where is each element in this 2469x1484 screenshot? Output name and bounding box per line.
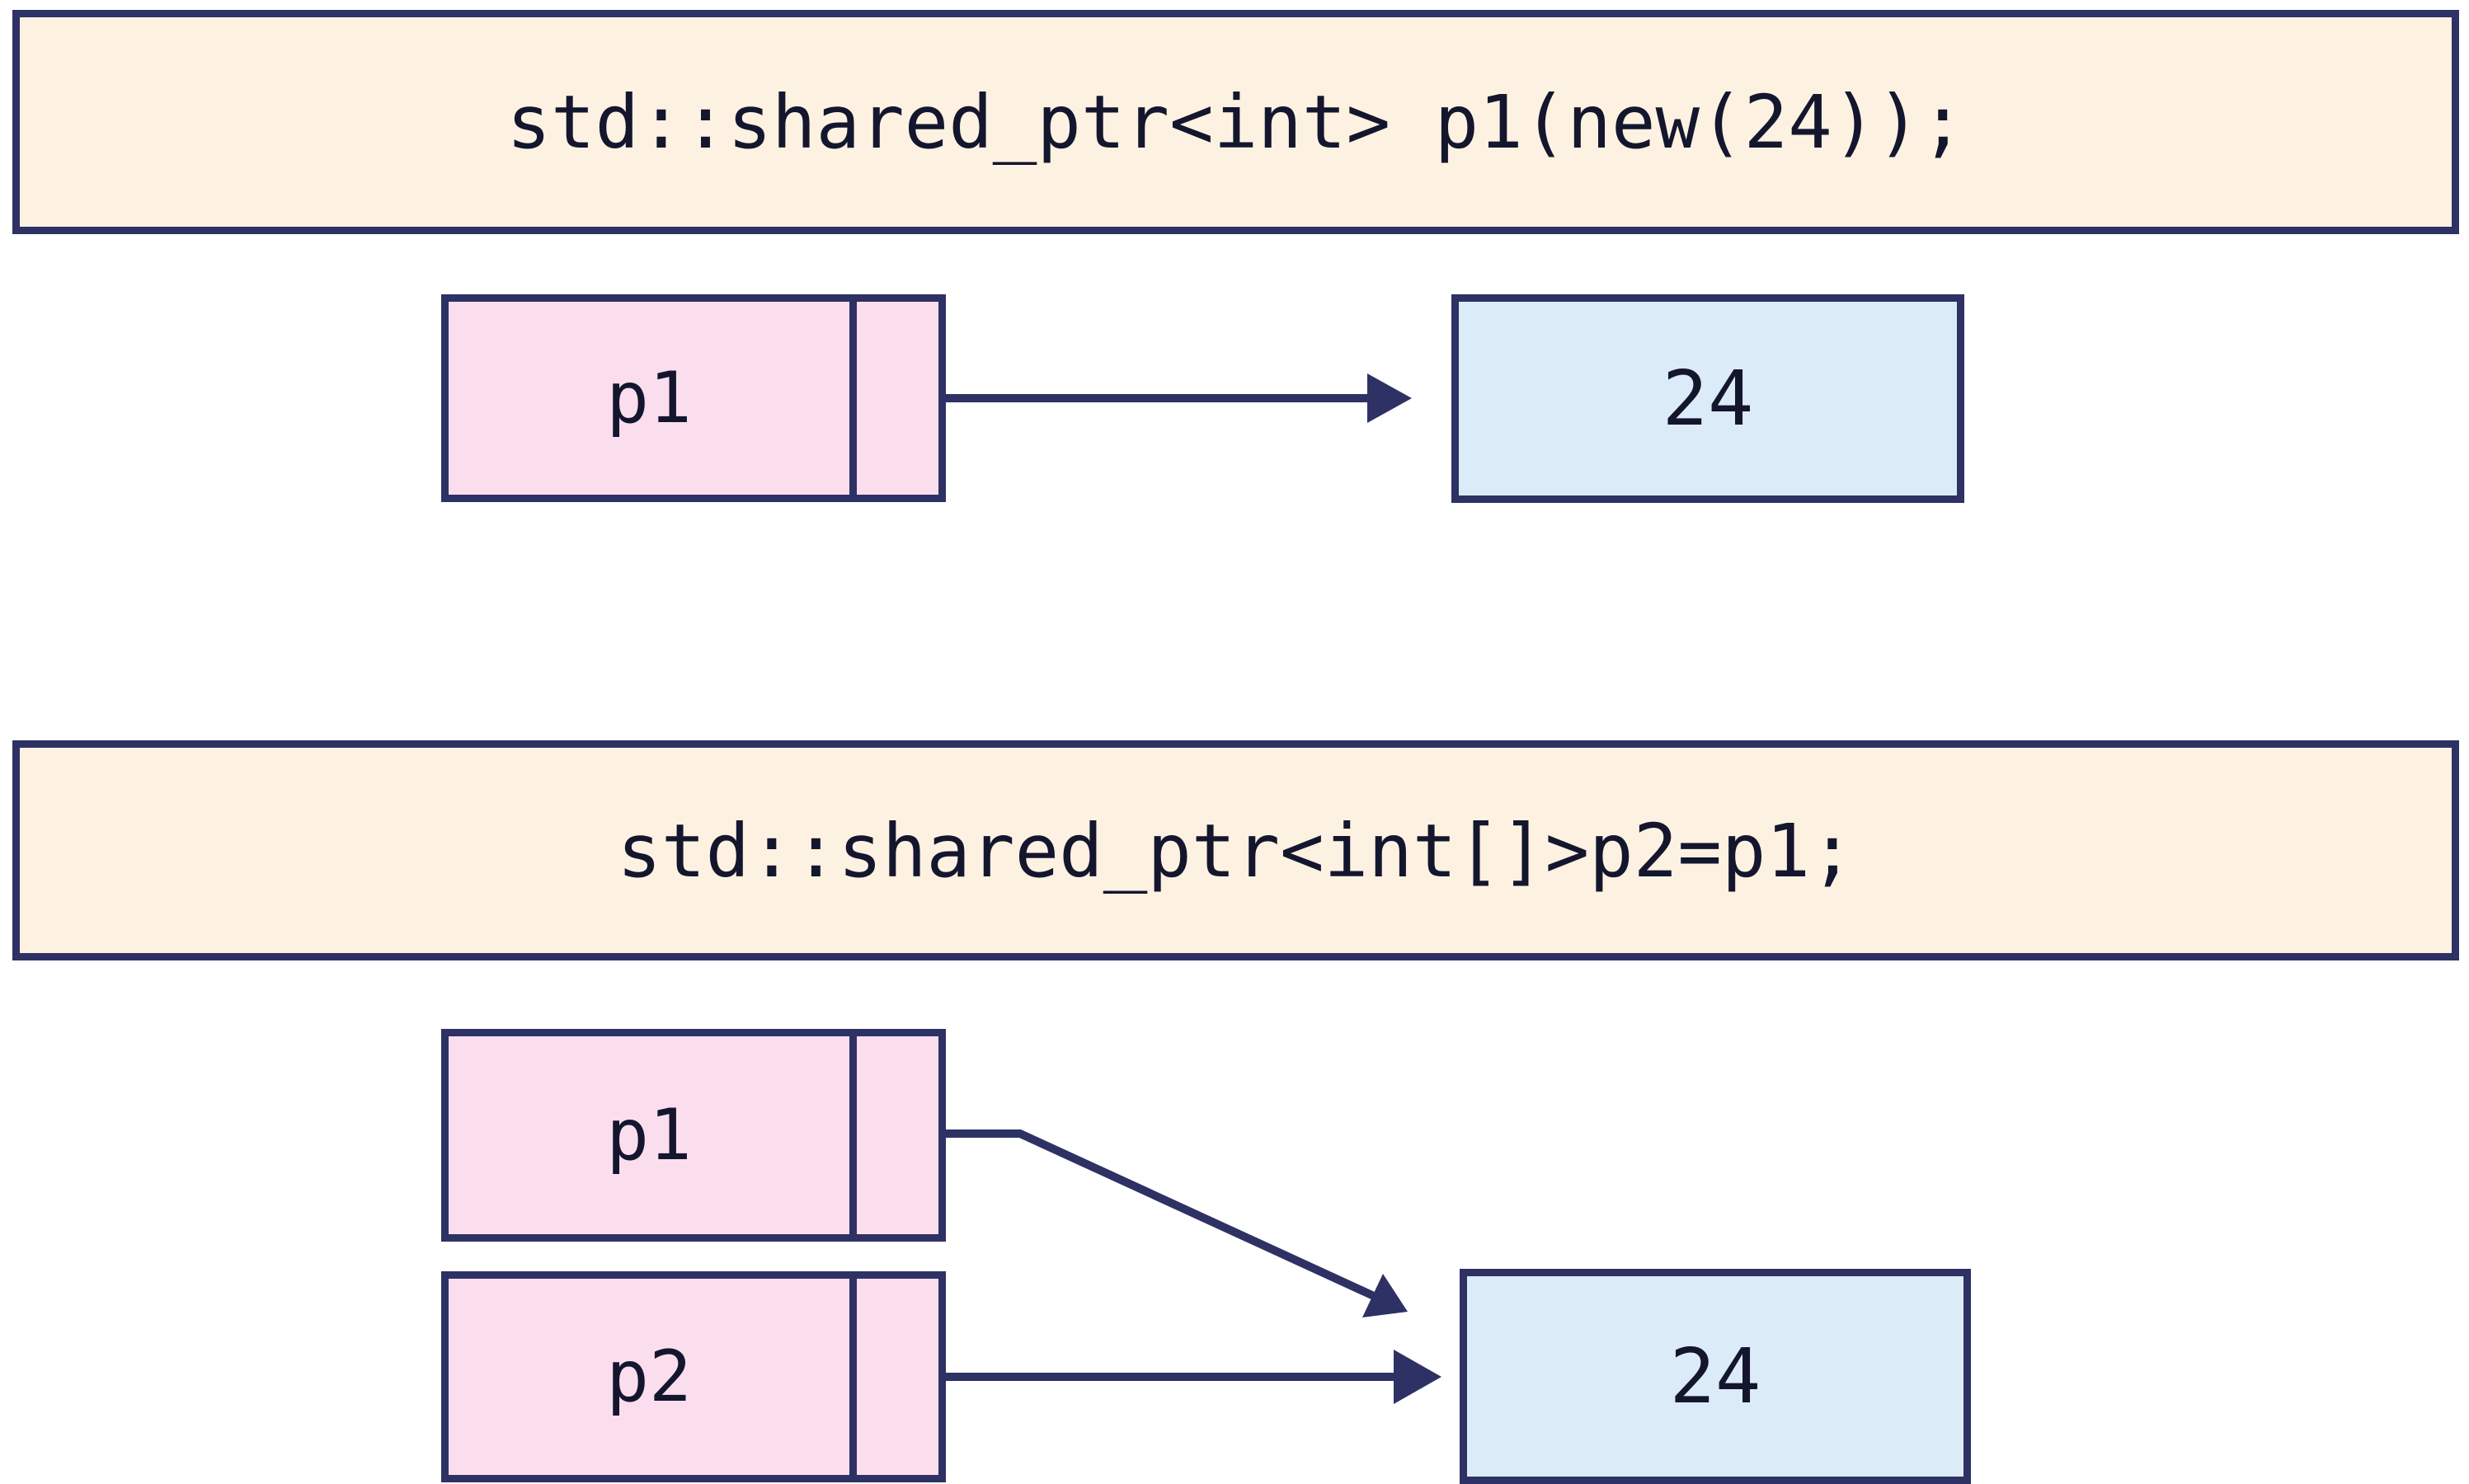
pointer-box-p1-section1: p1 xyxy=(441,294,946,502)
pointer-box-p1-section2: p1 xyxy=(441,1029,946,1242)
pointer-label-p2-section2: p2 xyxy=(606,1336,692,1418)
pointer-cell-divider xyxy=(849,1036,857,1234)
arrow-p1-to-value-section1 xyxy=(946,373,1412,423)
pointer-label-p1-section1: p1 xyxy=(606,357,692,439)
pointer-box-p2-section2: p2 xyxy=(441,1271,946,1482)
value-box-section2: 24 xyxy=(1460,1269,1971,1484)
code-text-section2: std::shared_ptr<int[]>p2=p1; xyxy=(617,807,1855,894)
code-banner-section1: std::shared_ptr<int> p1(new(24)); xyxy=(12,10,2459,234)
code-banner-section2: std::shared_ptr<int[]>p2=p1; xyxy=(12,740,2459,960)
pointer-label-p1-section2: p1 xyxy=(606,1094,692,1176)
pointer-cell-divider xyxy=(849,1279,857,1475)
value-label-section1: 24 xyxy=(1662,355,1754,443)
value-box-section1: 24 xyxy=(1451,294,1964,503)
pointer-cell-divider xyxy=(849,302,857,495)
arrow-p2-to-value-section2 xyxy=(946,1350,1441,1404)
code-text-section1: std::shared_ptr<int> p1(new(24)); xyxy=(506,79,1965,165)
value-label-section2: 24 xyxy=(1669,1332,1761,1421)
arrow-p1-to-value-section2 xyxy=(946,1129,1408,1317)
